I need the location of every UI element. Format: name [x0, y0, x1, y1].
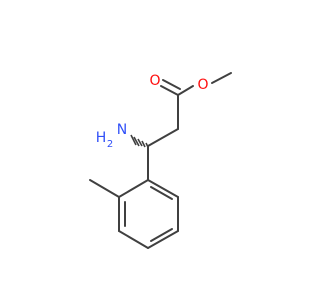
hash-5 — [130, 134, 137, 146]
hash-4 — [133, 136, 140, 147]
bond-o-carbonyl — [177, 85, 194, 96]
hash-2 — [141, 140, 146, 148]
hash-1 — [145, 142, 149, 148]
bond-ch2-chiral — [147, 128, 179, 147]
bond-ring-methyl — [89, 179, 120, 198]
bond-carbonyl-double-1 — [160, 85, 179, 96]
amine-h-subscript: 2 — [107, 139, 113, 150]
bond-ring-3 — [118, 230, 149, 249]
bond-ring-inner-3 — [150, 186, 173, 200]
bond-ring-4 — [147, 230, 179, 249]
bond-carbonyl-double-2 — [162, 79, 181, 90]
bond-methyl-o — [211, 72, 232, 84]
bond-ring-6 — [147, 179, 179, 198]
structure-canvas: O O H 2 N — [89, 72, 232, 249]
carbonyl-oxygen-label: O — [149, 73, 160, 89]
molecule-drawing: O O H 2 N — [89, 72, 232, 249]
hash-3 — [137, 138, 143, 147]
bond-group — [89, 72, 232, 249]
amine-n-label: N — [117, 122, 127, 138]
bond-ring-inner-2 — [150, 228, 173, 242]
stereo-hash-bond — [130, 134, 149, 148]
bond-ring-1 — [118, 179, 149, 198]
ester-oxygen-label: O — [197, 77, 208, 93]
amine-h-label: H — [96, 130, 107, 146]
